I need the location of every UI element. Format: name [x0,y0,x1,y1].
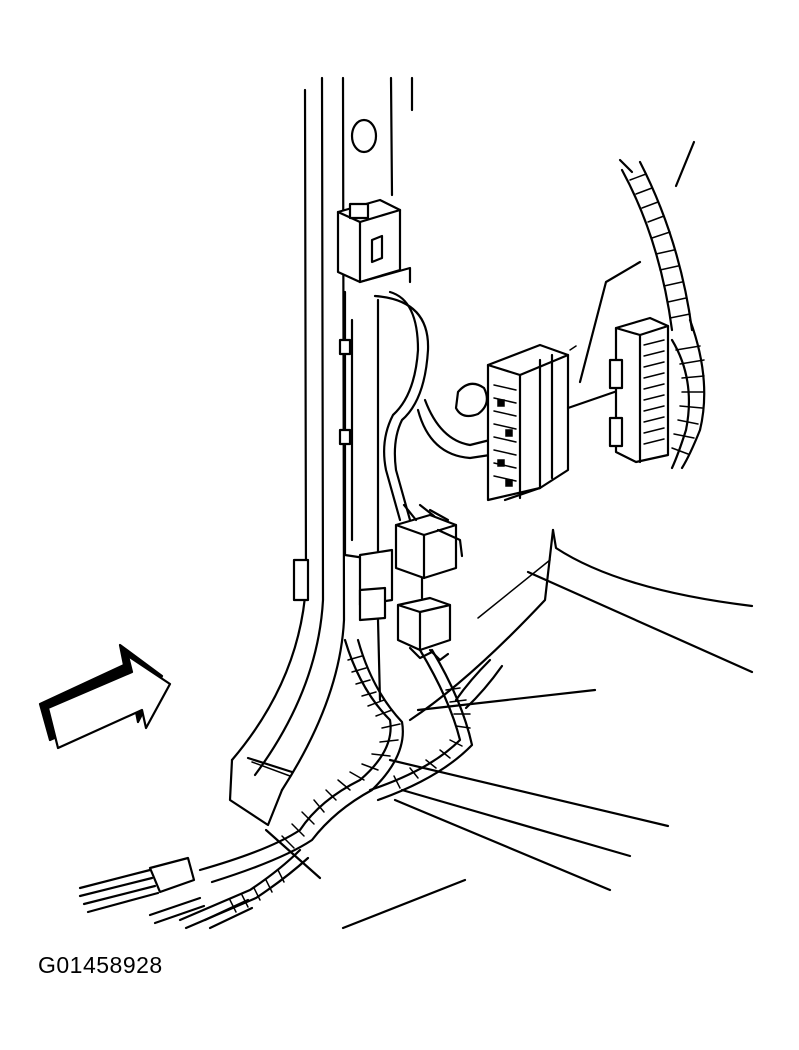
view-arrow [38,643,172,750]
pillar-trim [228,76,414,827]
harness-connector-mating [578,140,706,470]
floor-panel [264,528,754,930]
harness-connector [454,343,628,502]
body-wiring-harness [78,290,504,930]
inline-connector [394,503,464,662]
figure-id-label: G01458928 [38,952,163,978]
